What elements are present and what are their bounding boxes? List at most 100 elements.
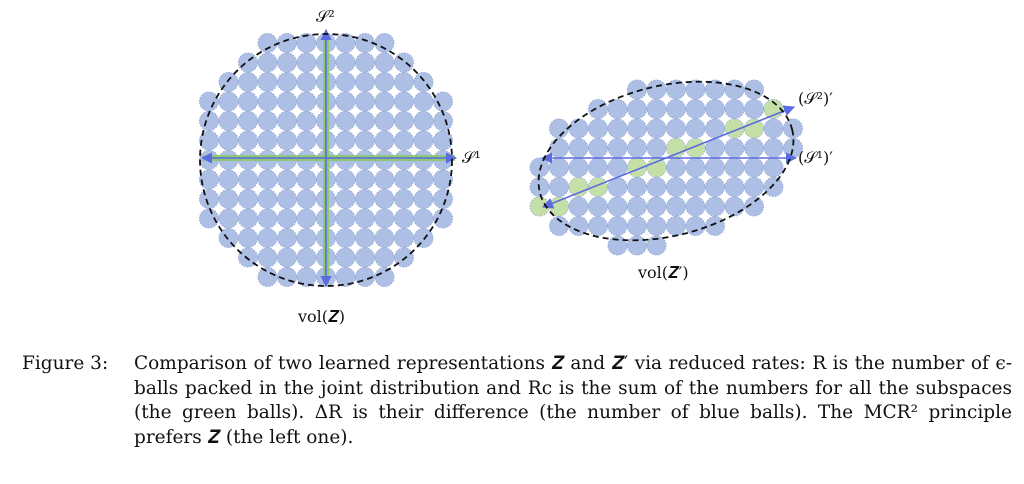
left-ball <box>374 91 395 112</box>
right-ball <box>724 176 745 197</box>
right-ball <box>627 99 648 120</box>
left-ball <box>393 188 414 209</box>
right-ball <box>724 137 745 158</box>
right-ball <box>607 235 628 256</box>
figure-caption: Figure 3: Comparison of two learned repr… <box>22 352 1012 450</box>
left-ball <box>276 130 297 151</box>
left-ball <box>374 227 395 248</box>
left-ball <box>335 130 356 151</box>
left-ball <box>432 130 453 151</box>
right-ball <box>588 118 609 139</box>
left-ball <box>374 72 395 93</box>
left-ball <box>354 188 375 209</box>
right-ball <box>666 215 687 236</box>
left-ball <box>218 130 239 151</box>
left-ball <box>237 91 258 112</box>
left-ball <box>354 91 375 112</box>
right-ball <box>724 99 745 120</box>
left-ball <box>257 188 278 209</box>
left-ball <box>296 247 317 268</box>
right-ball <box>685 99 706 120</box>
left-ball <box>276 247 297 268</box>
right-ball <box>666 79 687 100</box>
right-ball <box>666 176 687 197</box>
left-ball <box>276 91 297 112</box>
right-ball <box>744 99 765 120</box>
left-ball <box>413 208 434 229</box>
left-ball <box>296 266 317 287</box>
right-ball <box>646 235 667 256</box>
left-ball <box>413 111 434 132</box>
left-horizontal-axis-label: 𝒮¹ <box>462 148 481 167</box>
right-ball <box>705 215 726 236</box>
left-ball <box>335 247 356 268</box>
left-ball <box>257 266 278 287</box>
right-ball <box>549 157 570 178</box>
left-ball <box>237 208 258 229</box>
left-ball <box>393 208 414 229</box>
left-ball <box>432 208 453 229</box>
left-ball <box>218 111 239 132</box>
left-ball <box>296 227 317 248</box>
left-ball <box>432 91 453 112</box>
left-ball <box>432 169 453 190</box>
left-ball <box>374 208 395 229</box>
left-ball <box>413 169 434 190</box>
right-ball <box>607 196 628 217</box>
right-axis1-label: (𝒮¹)′ <box>798 148 833 167</box>
left-ball <box>276 33 297 54</box>
left-ball <box>296 33 317 54</box>
right-ball <box>705 157 726 178</box>
right-ball <box>666 157 687 178</box>
left-ball <box>296 72 317 93</box>
left-ball <box>218 188 239 209</box>
left-ball <box>218 208 239 229</box>
left-ball <box>335 188 356 209</box>
left-ball <box>257 247 278 268</box>
left-ball <box>237 130 258 151</box>
right-ball <box>627 235 648 256</box>
right-ball-green <box>646 157 667 178</box>
left-ball <box>276 72 297 93</box>
right-ball <box>744 176 765 197</box>
left-ball <box>374 169 395 190</box>
left-ball <box>335 33 356 54</box>
left-ball <box>354 52 375 73</box>
right-ball <box>568 215 589 236</box>
right-ball <box>568 157 589 178</box>
left-ball <box>296 111 317 132</box>
right-panel-rotated: (𝒮²)′ (𝒮¹)′ vol(𝒁′) <box>529 79 833 282</box>
left-ball <box>296 130 317 151</box>
left-ball <box>335 227 356 248</box>
left-ball <box>335 52 356 73</box>
right-diagonal-axis <box>541 105 796 209</box>
right-ball <box>724 79 745 100</box>
left-ball <box>374 111 395 132</box>
left-ball <box>335 91 356 112</box>
left-ball <box>335 266 356 287</box>
left-ball <box>257 227 278 248</box>
right-ball <box>568 118 589 139</box>
left-ball <box>198 188 219 209</box>
left-ball <box>432 188 453 209</box>
right-ball <box>549 118 570 139</box>
right-ball <box>763 137 784 158</box>
left-ball <box>354 72 375 93</box>
right-ball <box>627 79 648 100</box>
left-ball <box>257 208 278 229</box>
left-ball <box>257 33 278 54</box>
left-ball <box>393 72 414 93</box>
left-ball <box>237 169 258 190</box>
left-ball <box>257 91 278 112</box>
right-ball <box>724 157 745 178</box>
right-ball <box>646 215 667 236</box>
figure-3-diagram: 𝒮² 𝒮¹ vol(𝒁) (𝒮²)′ (𝒮¹)′ vol(𝒁′) <box>198 7 833 326</box>
left-ball <box>276 208 297 229</box>
left-ball <box>296 188 317 209</box>
right-ball <box>705 176 726 197</box>
left-ball <box>276 188 297 209</box>
left-ball <box>218 227 239 248</box>
right-ball <box>607 118 628 139</box>
right-ball <box>588 137 609 158</box>
left-ball <box>257 169 278 190</box>
